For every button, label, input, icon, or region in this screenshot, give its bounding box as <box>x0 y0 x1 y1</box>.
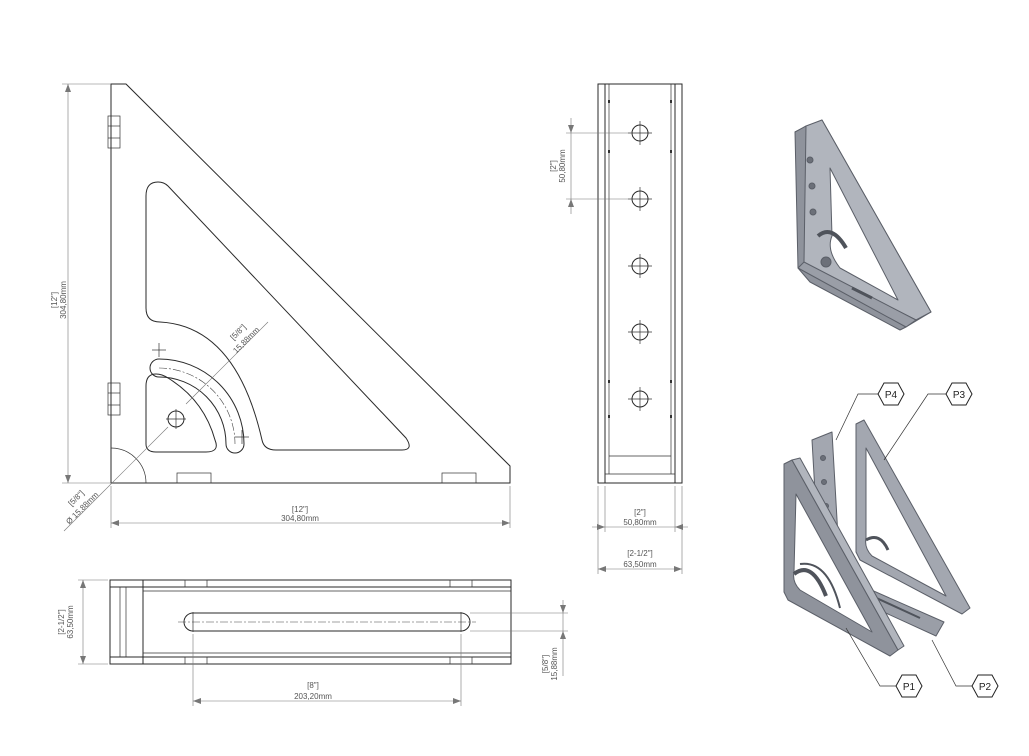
balloon-p3-label: P3 <box>953 390 966 401</box>
bottom-height-metric: 63,50mm <box>66 605 75 639</box>
bottom-slot-length-imperial: [8"] <box>307 681 319 690</box>
front-inner-cutout <box>145 181 410 451</box>
front-height-metric: 304,80mm <box>59 281 68 319</box>
bottom-tab-2 <box>449 579 473 588</box>
iso-front-window <box>829 167 899 301</box>
bottom-tab-3 <box>184 656 208 665</box>
side-outline <box>597 83 683 484</box>
balloon-p4-label: P4 <box>885 390 898 401</box>
front-width-metric: 304,80mm <box>281 514 319 523</box>
iso-assembled-view <box>794 119 932 331</box>
balloon-p1-label: P1 <box>903 682 916 693</box>
side-pitch-metric: 50,80mm <box>558 149 567 183</box>
side-outer-width-imperial: [2-1/2"] <box>627 549 653 558</box>
front-bottom-tab-left <box>176 472 212 484</box>
balloon-p4 <box>877 382 905 406</box>
side-pitch-imperial: [2"] <box>549 160 558 172</box>
bottom-slot-width-metric: 15,88mm <box>550 647 559 681</box>
balloon-p2 <box>971 674 999 698</box>
bottom-slot-length-metric: 203,20mm <box>294 692 332 701</box>
side-outer-width-metric: 63,50mm <box>623 560 657 569</box>
front-corner-arc <box>110 447 147 484</box>
front-bottom-tab-right <box>441 472 477 484</box>
bottom-view: [2-1/2"] 63,50mm [8"] 203,20mm [5/8"] 15… <box>57 579 568 706</box>
front-outline <box>110 83 511 484</box>
iso-part-p3 <box>855 419 971 615</box>
bottom-tab-1 <box>184 579 208 588</box>
bottom-outline <box>109 579 512 665</box>
front-view: [12"] 304,80mm [12"] 304,80mm [5/8"] 15,… <box>50 83 511 532</box>
front-curved-slot <box>149 358 245 454</box>
bottom-slot-width-imperial: [5/8"] <box>541 655 550 673</box>
front-left-tab-bottom <box>107 382 121 416</box>
side-holes <box>628 121 652 411</box>
iso-bottom-plate <box>797 261 917 328</box>
balloon-p2-label: P2 <box>979 682 992 693</box>
side-inner-width-imperial: [2"] <box>634 508 646 517</box>
front-height-imperial: [12"] <box>50 292 59 308</box>
balloon-p1 <box>895 674 923 698</box>
bottom-height-imperial: [2-1/2"] <box>57 609 66 635</box>
side-view: [2"] 50,80mm [2"] 50,80mm [2-1/2"] 63,50… <box>549 83 688 574</box>
side-inner-width-metric: 50,80mm <box>623 518 657 527</box>
balloon-p3 <box>945 382 973 406</box>
iso-exploded-view <box>783 419 971 657</box>
front-width-imperial: [12"] <box>292 505 308 514</box>
part-balloons: P4 P3 P1 P2 <box>835 382 999 698</box>
front-left-tab-top <box>107 115 121 149</box>
iso-front-frame <box>803 119 932 321</box>
